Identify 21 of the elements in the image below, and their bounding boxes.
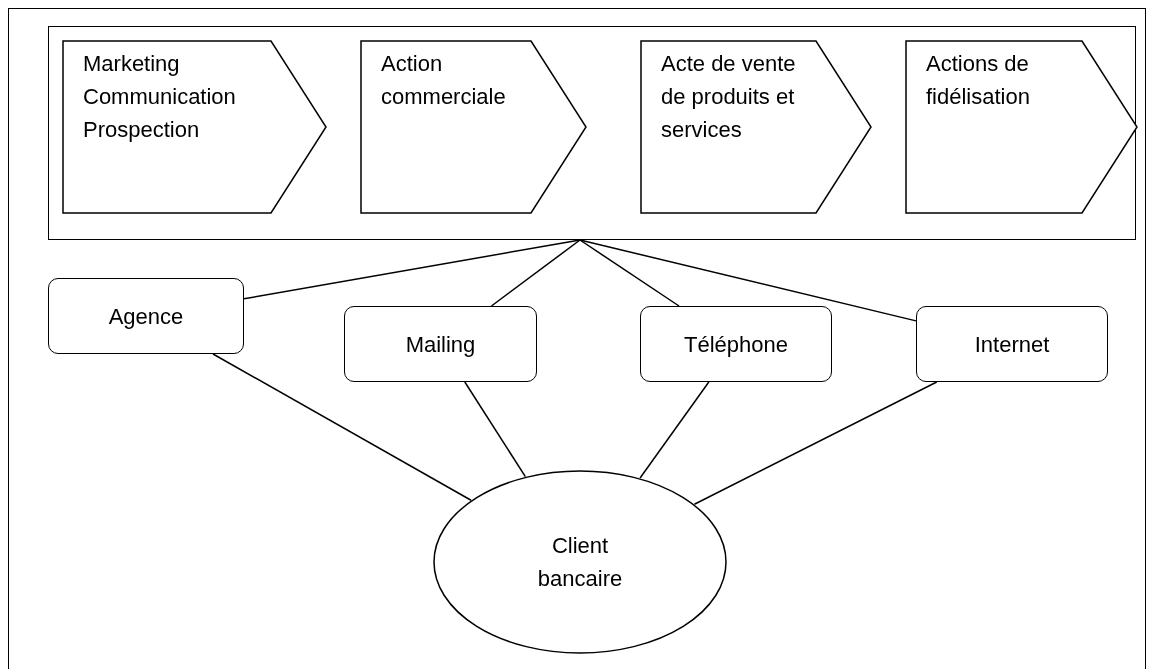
connector-line [212, 353, 472, 501]
node-label: Acte de vente de produits et services [661, 50, 797, 144]
node-label: Marketing Communication Prospection [83, 50, 237, 144]
connector-line [693, 381, 938, 505]
node-label: Action commerciale [381, 50, 507, 111]
channel-box [916, 306, 1108, 382]
channel-box [344, 306, 537, 382]
node-label: Agence [108, 302, 184, 331]
channel-box [640, 306, 832, 382]
node-label: Client bancaire [536, 532, 624, 593]
node-label: Actions de fidélisation [926, 50, 1031, 111]
connector-line [464, 381, 527, 478]
connector-line [490, 239, 581, 307]
connector-line [639, 381, 710, 479]
node-label: Mailing [405, 330, 476, 359]
connector-line [579, 239, 917, 322]
channel-box [48, 278, 244, 354]
connector-line [579, 239, 680, 307]
node-label: Internet [974, 330, 1050, 359]
node-label: Téléphone [684, 330, 788, 359]
process-frame [48, 26, 1136, 240]
